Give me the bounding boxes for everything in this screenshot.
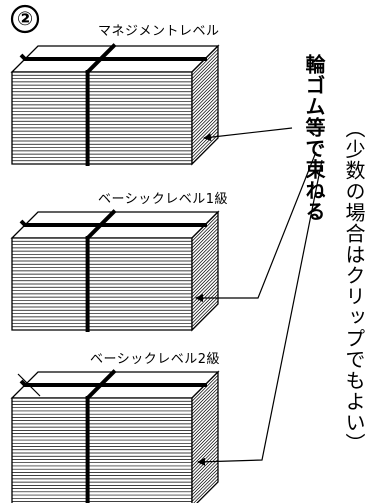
sheet-edge-side bbox=[191, 297, 219, 324]
rubber-band-back bbox=[19, 379, 27, 387]
rubber-band-back bbox=[19, 219, 27, 227]
sheet-edge-side bbox=[191, 108, 219, 135]
sheet-edge-side bbox=[191, 218, 219, 245]
sheet-edge-side bbox=[191, 72, 219, 99]
sheet-edge-side bbox=[191, 85, 219, 112]
sheet-edge-side bbox=[191, 65, 219, 92]
sheet-edge-side bbox=[191, 251, 219, 278]
sheet-edge-side bbox=[191, 114, 219, 142]
annotation-bundle-text: 輪ゴム等で束ねる bbox=[302, 54, 326, 222]
sheet-edge-side bbox=[191, 394, 219, 421]
sheet-edge-side bbox=[191, 462, 219, 489]
sheet-edge-side bbox=[191, 290, 219, 318]
annotation-clip-note: （少数の場合はクリップでもよい） bbox=[342, 118, 366, 454]
sheet-edge-side bbox=[191, 410, 219, 438]
sheet-edge-side bbox=[191, 221, 219, 249]
sheet-edge-side bbox=[191, 404, 219, 431]
sheet-edge-side bbox=[191, 75, 219, 102]
sheet-edge-side bbox=[191, 238, 219, 265]
arrow-to-stack-2 bbox=[195, 151, 317, 302]
sheet-edge-side bbox=[191, 118, 219, 145]
sheet-edge-side bbox=[191, 452, 219, 480]
sheet-edge-side bbox=[191, 374, 219, 402]
sheet-edge-side bbox=[191, 391, 219, 418]
sheet-edge-side bbox=[193, 478, 219, 503]
sheet-edge-side bbox=[191, 52, 219, 79]
sheet-edge-side bbox=[191, 254, 219, 281]
sheet-edge-side bbox=[191, 381, 219, 408]
sheet-edge-side bbox=[191, 475, 219, 502]
sheet-edge-side bbox=[191, 55, 219, 83]
sheet-edge-side bbox=[191, 261, 219, 288]
sheet-edge-side bbox=[191, 247, 219, 275]
sheet-edge-side bbox=[191, 267, 219, 295]
sheet-edge-side bbox=[191, 91, 219, 119]
arrow-to-stack-1 bbox=[203, 127, 293, 142]
sheet-edge-side bbox=[191, 397, 219, 425]
sheet-edge-side bbox=[191, 468, 219, 496]
sheet-edge-side bbox=[191, 472, 219, 499]
sheet-edge-side bbox=[191, 95, 219, 122]
sheet-edge-side bbox=[191, 378, 219, 405]
arrow-to-stack-3 bbox=[197, 159, 323, 466]
sheet-edge-side bbox=[191, 98, 219, 125]
sheet-edge-side bbox=[191, 417, 219, 444]
sheet-edge-side bbox=[191, 280, 219, 308]
stack-front-face bbox=[11, 397, 193, 503]
sheet-edge-side bbox=[191, 244, 219, 272]
sheet-edge-side bbox=[191, 241, 219, 268]
sheet-edge-side bbox=[191, 78, 219, 106]
sheet-edge-side bbox=[191, 387, 219, 415]
sheet-edge-side bbox=[191, 426, 219, 454]
sheet-edge-side bbox=[191, 88, 219, 115]
stack-label-management: マネジメントレベル bbox=[98, 24, 220, 39]
sheet-edge-side bbox=[191, 407, 219, 434]
step-number: ② bbox=[16, 8, 34, 30]
sheet-edge-side bbox=[191, 62, 219, 89]
rubber-band-back bbox=[19, 53, 27, 61]
sheet-edge-side bbox=[191, 420, 219, 447]
sheet-edge-side bbox=[191, 58, 219, 86]
sheet-edge-side bbox=[191, 459, 219, 486]
sheet-edge-side bbox=[191, 231, 219, 258]
sheet-edge-side bbox=[191, 429, 219, 457]
sheet-edge-side bbox=[191, 49, 219, 76]
circle-icon bbox=[10, 4, 40, 34]
paper-stack-basic-2 bbox=[10, 369, 220, 503]
stack-label-basic-2: ベーシックレベル2級 bbox=[90, 352, 221, 367]
sheet-edge-side bbox=[191, 224, 219, 252]
sheet-edge-side bbox=[191, 287, 219, 314]
sheet-edge-side bbox=[191, 433, 219, 460]
sheet-edge-side bbox=[191, 257, 219, 285]
sheet-edge-side bbox=[191, 465, 219, 493]
sheet-edge-side bbox=[191, 81, 219, 109]
sheet-edge-side bbox=[191, 423, 219, 451]
sheet-edge-side bbox=[191, 384, 219, 412]
sheet-edge-side bbox=[191, 104, 219, 132]
sheet-edge-side bbox=[191, 111, 219, 138]
sheet-edge-side bbox=[191, 131, 219, 158]
stack-label-basic-1: ベーシックレベル1級 bbox=[98, 192, 229, 207]
sheet-edge-side bbox=[191, 455, 219, 483]
tick-mark bbox=[17, 373, 41, 397]
paper-stack-basic-1 bbox=[10, 209, 220, 332]
sheet-edge-side bbox=[191, 442, 219, 470]
sheet-edge-side bbox=[191, 439, 219, 467]
sheet-edge-side bbox=[191, 413, 219, 441]
sheet-edge-side bbox=[191, 215, 219, 242]
sheet-edge-side bbox=[191, 300, 219, 327]
step-number-badge: ② bbox=[10, 4, 40, 34]
sheet-edge-side bbox=[191, 68, 219, 96]
sheet-edge-side bbox=[191, 400, 219, 428]
paper-stack-management bbox=[10, 43, 220, 166]
sheet-edge-side bbox=[191, 264, 219, 291]
sheet-edge-side bbox=[191, 101, 219, 129]
sheet-edge-side bbox=[191, 270, 219, 298]
sheet-edge-side bbox=[191, 228, 219, 255]
sheet-edge-side bbox=[191, 134, 219, 161]
sheet-edge-side bbox=[191, 284, 219, 311]
sheet-edge-side bbox=[191, 436, 219, 463]
sheet-edge-side bbox=[191, 234, 219, 262]
